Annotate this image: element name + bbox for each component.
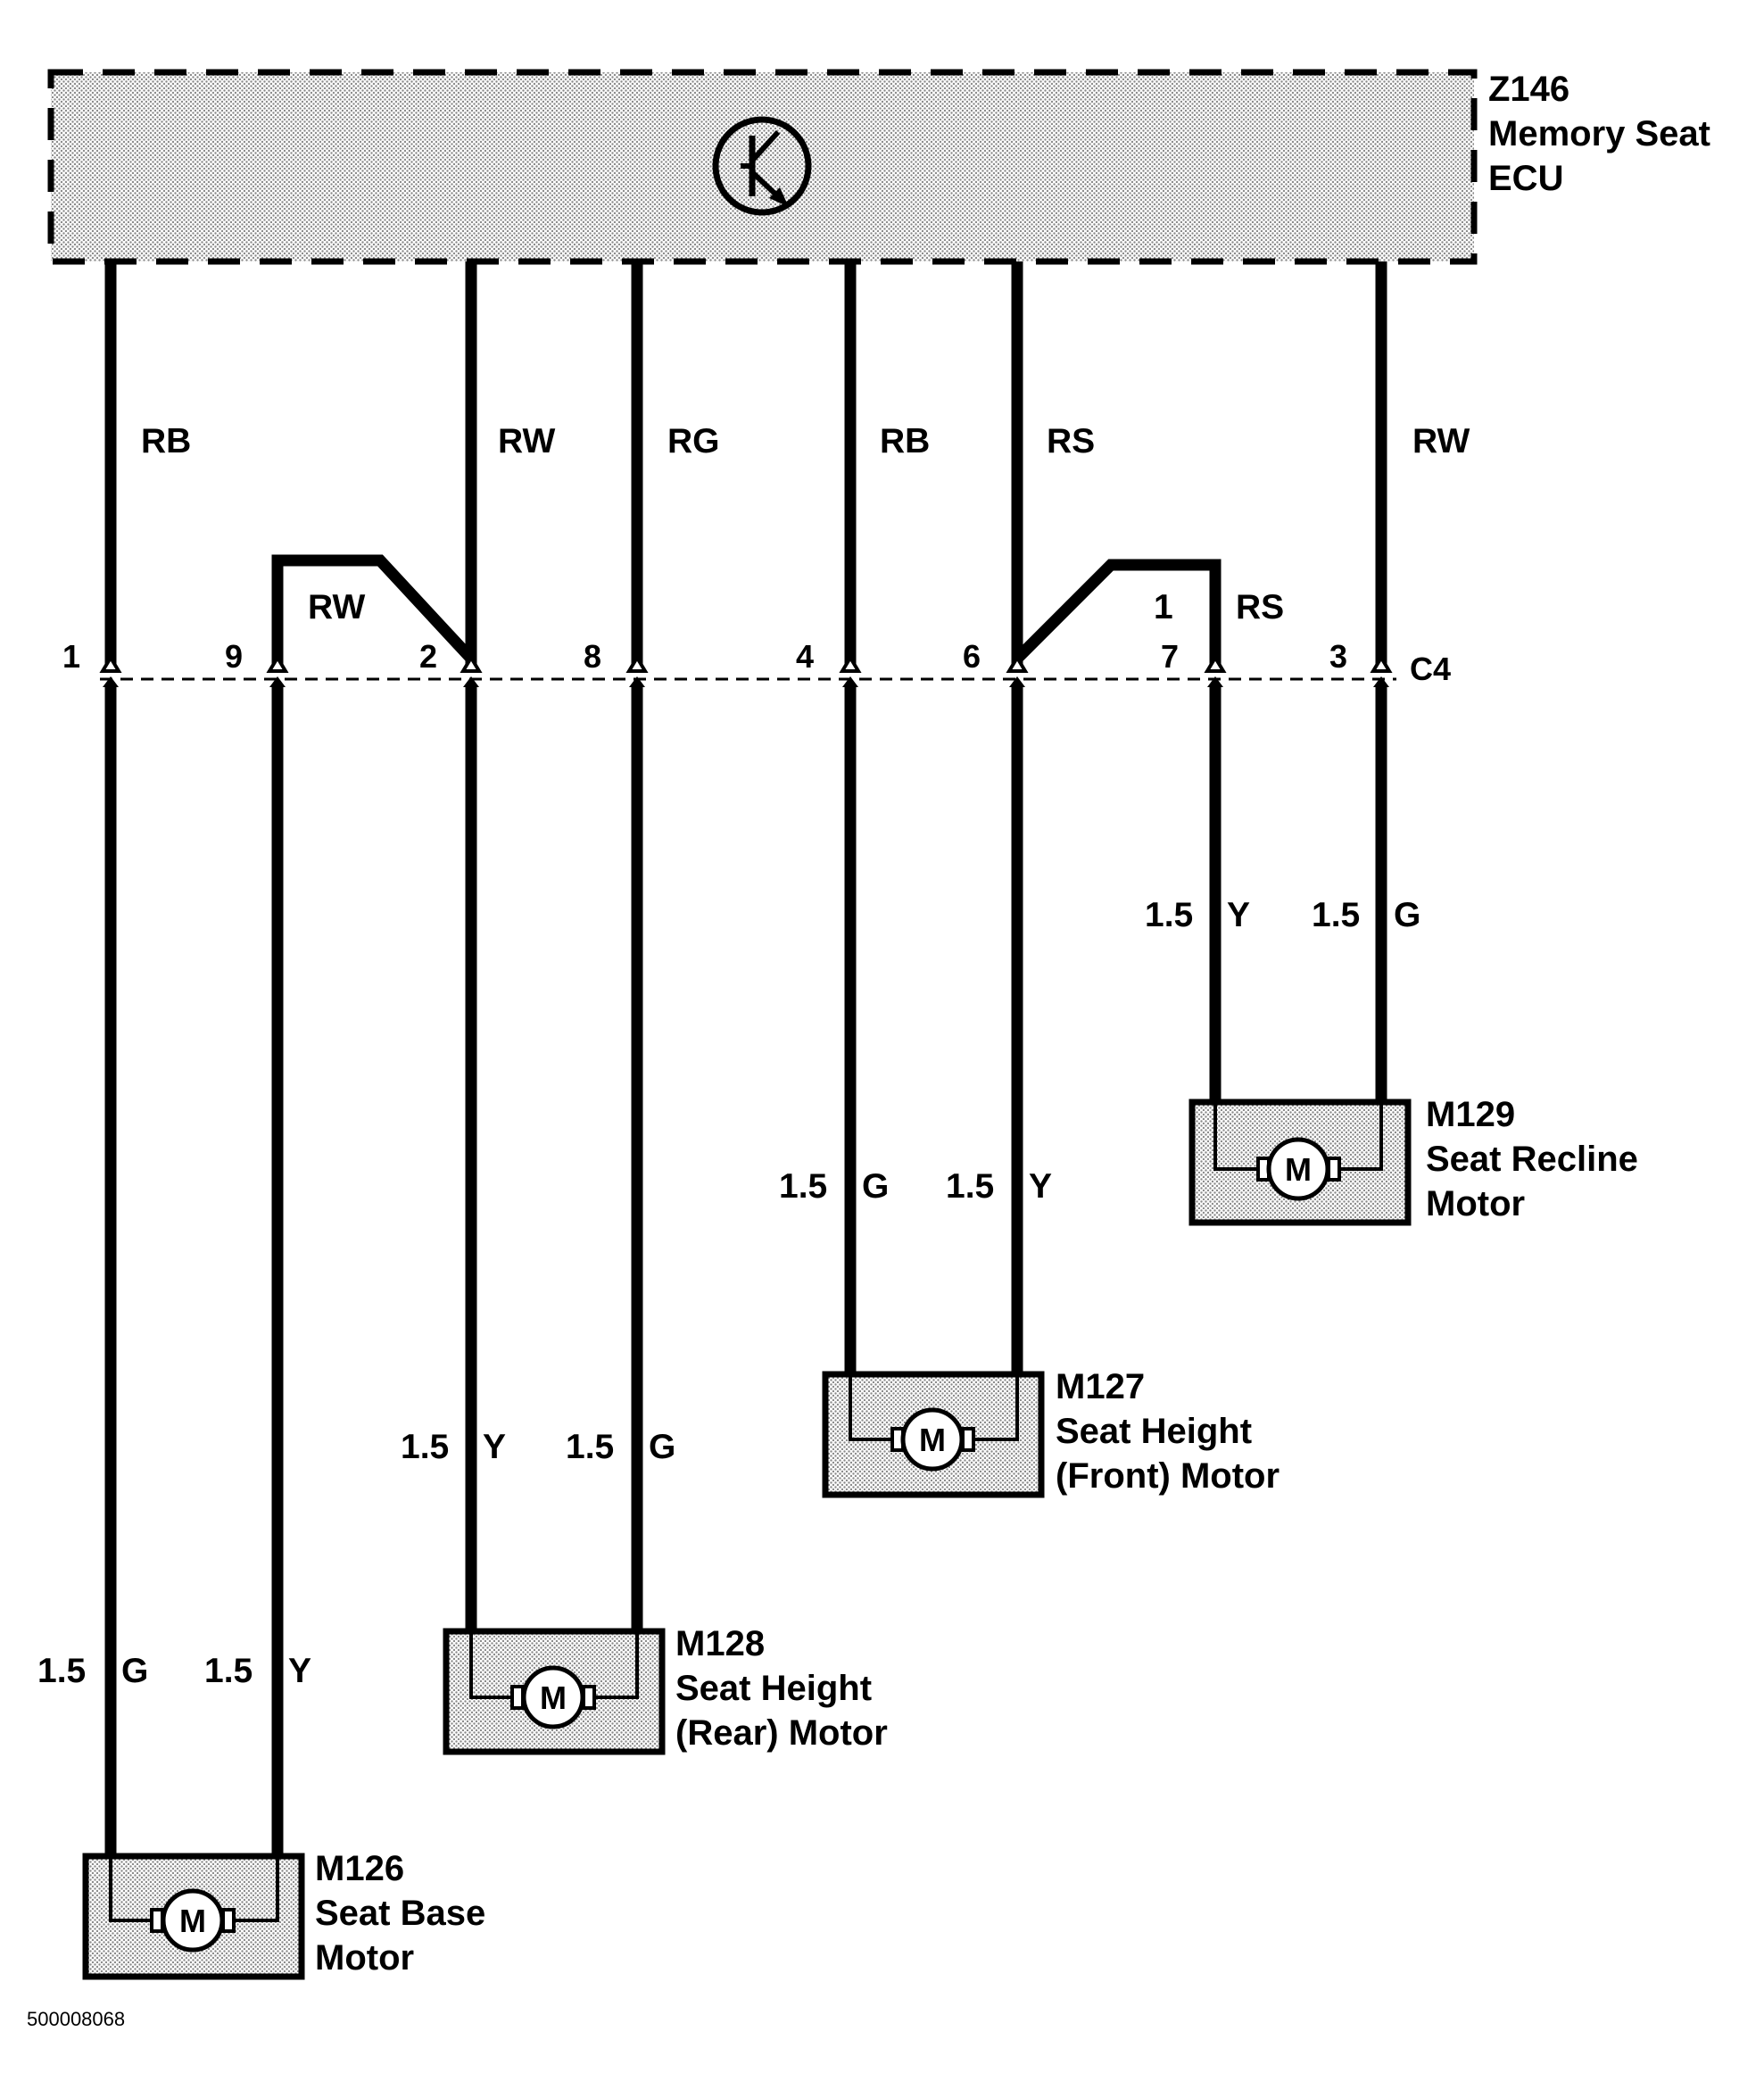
wire-label-rs-cross: RS [1236,588,1284,626]
pin-number: 6 [963,638,981,675]
svg-text:1.5: 1.5 [37,1652,86,1690]
svg-text:1.5: 1.5 [566,1428,614,1466]
connector-pin-sockets [103,676,1389,687]
motor-m128: M [443,1628,666,1755]
svg-text:Y: Y [1227,896,1250,934]
wire-label-rb-4: RB [880,422,930,460]
m128-id: M128 [675,1624,765,1663]
m127-line1: Seat Height [1056,1412,1252,1451]
motor-m126: M [82,1853,305,1980]
motor-m127: M [822,1371,1045,1498]
svg-text:Y: Y [483,1428,506,1466]
wire-label-rw-cross: RW [308,588,365,626]
svg-text:M: M [179,1903,206,1939]
wire-label-rw-3: RW [1412,422,1470,460]
wire-label-1-cross: 1 [1154,588,1173,626]
m126-line1: Seat Base [315,1894,485,1933]
svg-text:G: G [649,1428,675,1466]
pin-number: 4 [796,638,814,675]
ecu-type: ECU [1488,159,1563,198]
pin-number: 8 [584,638,601,675]
motor-icon [521,1665,585,1729]
svg-text:M: M [540,1679,567,1716]
m129-id: M129 [1426,1095,1515,1134]
svg-text:1.5: 1.5 [779,1167,827,1206]
wire-rw-crossover [271,554,476,665]
m129-line1: Seat Recline [1426,1140,1638,1179]
wire-rs-crossover [1013,559,1222,665]
wire-label-rb-1: RB [141,422,191,460]
motor-icon [900,1407,965,1472]
m129-wire-labels: 1.5 Y 1.5 G [1145,896,1420,934]
figure-code: 500008068 [27,2008,125,2030]
svg-text:G: G [862,1167,889,1206]
m127-wire-labels: 1.5 G 1.5 Y [779,1167,1052,1206]
wire-label-rs-6: RS [1047,422,1095,460]
svg-text:1.5: 1.5 [204,1652,253,1690]
m128-line2: (Rear) Motor [675,1713,888,1753]
wire-label-rw-2: RW [498,422,555,460]
pin-number: 1 [62,638,80,675]
svg-text:M: M [919,1422,946,1458]
pin-number: 2 [419,638,437,675]
svg-text:1.5: 1.5 [401,1428,449,1466]
m126-wire-labels: 1.5 G 1.5 Y [37,1652,311,1690]
svg-text:Y: Y [288,1652,311,1690]
svg-text:M: M [1285,1151,1312,1188]
ecu-name: Memory Seat [1488,114,1710,153]
connector-id: C4 [1410,651,1451,687]
svg-text:1.5: 1.5 [1312,896,1360,934]
ecu-id: Z146 [1488,70,1569,109]
ecu-box [47,69,1478,265]
m127-id: M127 [1056,1367,1145,1406]
m126-line2: Motor [315,1938,414,1978]
motor-icon [1266,1137,1330,1201]
pin-number: 7 [1161,638,1179,675]
m127-line2: (Front) Motor [1056,1456,1280,1496]
svg-text:G: G [1394,896,1420,934]
motor-m129: M [1188,1099,1412,1226]
motor-icon [161,1888,225,1953]
m129-line2: Motor [1426,1184,1525,1223]
connector-pins [99,654,1393,673]
m128-line1: Seat Height [675,1669,872,1708]
svg-text:1.5: 1.5 [1145,896,1193,934]
svg-text:1.5: 1.5 [946,1167,994,1206]
pin-number: 9 [225,638,243,675]
m126-id: M126 [315,1849,404,1888]
pin-number: 3 [1329,638,1347,675]
svg-text:G: G [121,1652,148,1690]
svg-text:Y: Y [1029,1167,1052,1206]
m128-wire-labels: 1.5 Y 1.5 G [401,1428,675,1466]
transistor-icon [712,116,812,216]
wire-label-rg-8: RG [667,422,720,460]
